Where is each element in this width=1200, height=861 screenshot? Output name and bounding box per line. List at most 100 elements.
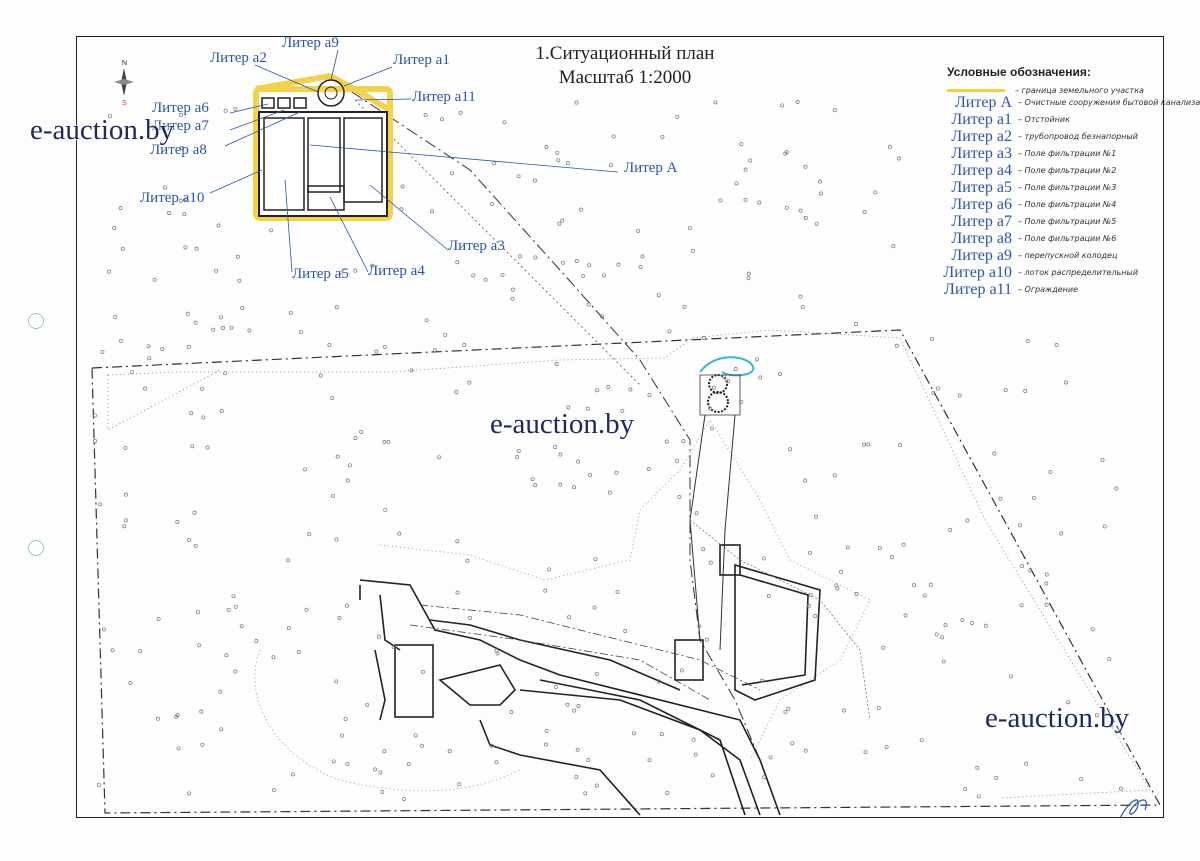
terrain-mark [593, 557, 598, 562]
terrain-mark [376, 634, 381, 639]
terrain-mark [834, 583, 839, 588]
terrain-mark [500, 272, 505, 277]
sewer-line [351, 91, 761, 761]
terrain-mark [178, 112, 183, 117]
terrain-mark [854, 322, 859, 326]
terrain-mark [574, 100, 579, 105]
terrain-mark [122, 524, 127, 529]
terrain-mark [722, 374, 727, 379]
terrain-mark [691, 737, 696, 742]
terrain-mark [240, 305, 245, 310]
terrain-mark [467, 380, 472, 385]
terrain-mark [675, 114, 680, 119]
terrain-mark [555, 150, 560, 155]
terrain-mark [841, 708, 846, 713]
punch-hole-bottom [28, 540, 44, 556]
terrain-mark [468, 616, 473, 620]
terrain-mark [306, 532, 311, 537]
terrain-mark [107, 114, 112, 119]
watermark-center: e-auction.by [490, 408, 635, 440]
terrain-mark [331, 493, 335, 498]
terrain-mark [465, 558, 470, 563]
terrain-mark [543, 588, 548, 593]
terrain-mark [304, 607, 309, 612]
terrain-mark [667, 329, 672, 334]
terrain-mark [156, 617, 161, 622]
terrain-mark [187, 537, 191, 542]
terrain-mark [606, 385, 611, 389]
terrain-mark [628, 387, 633, 392]
terrain-mark [647, 758, 652, 763]
terrain-mark [176, 746, 181, 751]
terrain-mark [457, 782, 462, 787]
terrain-mark [970, 621, 974, 625]
legend-item: Литер А– Очистные сооружения бытовой кан… [930, 94, 1200, 112]
label-a1: Литер а1 [393, 52, 450, 68]
terrain-mark [1025, 339, 1030, 344]
terrain-mark [708, 560, 713, 565]
terrain-mark [271, 787, 276, 792]
terrain-mark [303, 467, 308, 472]
terrain-mark [558, 482, 563, 487]
terrain-mark [382, 439, 387, 444]
terrain-mark [409, 368, 414, 373]
terrain-mark [576, 459, 581, 464]
terrain-mark [755, 357, 759, 362]
legend-desc: – лоток распределительный [1018, 268, 1139, 277]
terrain-mark [783, 709, 788, 714]
terrain-mark [694, 511, 699, 516]
legend-item: Литер а9– перепускной колодец [930, 247, 1117, 265]
terrain-mark [1009, 674, 1014, 679]
terrain-mark [337, 616, 342, 620]
terrain-mark [420, 743, 425, 748]
terrain-mark [124, 518, 128, 523]
terrain-mark [585, 406, 590, 411]
terrain-mark [233, 669, 238, 674]
terrain-mark [586, 302, 591, 307]
terrain-mark [298, 330, 303, 335]
terrain-mark [471, 273, 476, 278]
terrain-mark [665, 791, 670, 795]
terrain-mark [746, 271, 751, 276]
terrain-mark [160, 347, 165, 351]
plan-title: 1.Ситуационный план Масштаб 1:2000 [505, 42, 745, 90]
terrain-mark [574, 774, 579, 779]
terrain-mark [788, 447, 793, 452]
terrain-mark [994, 775, 999, 780]
terrain-mark [565, 161, 570, 166]
terrain-mark [746, 276, 751, 281]
terrain-mark [646, 467, 651, 471]
terrain-mark [288, 310, 293, 315]
terrain-mark [928, 582, 933, 587]
terrain-mark [205, 445, 210, 450]
terrain-mark [386, 439, 391, 444]
legend-item: Литер а10– лоток распределительный [930, 264, 1138, 282]
terrain-mark [224, 653, 229, 658]
legend-desc: – Поле фильтрации №4 [1018, 200, 1117, 209]
terrain-mark [1024, 761, 1029, 766]
terrain-mark [194, 246, 199, 251]
terrain-mark [806, 603, 811, 608]
terrain-mark [462, 343, 467, 347]
terrain-mark [1114, 486, 1119, 491]
terrain-mark [296, 650, 301, 655]
terrain-mark [183, 245, 188, 250]
terrain-mark [93, 439, 98, 443]
terrain-mark [544, 145, 549, 149]
terrain-mark [553, 684, 558, 689]
terrain-mark [147, 356, 152, 361]
terrain-mark [854, 592, 859, 596]
terrain-mark [345, 603, 349, 608]
terrain-mark [983, 623, 988, 628]
terrain-mark [594, 671, 599, 676]
terrain-mark [510, 287, 515, 292]
terrain-mark [656, 293, 661, 298]
terrain-mark [777, 372, 782, 376]
terrain-mark [758, 375, 763, 380]
terrain-mark [353, 268, 358, 273]
terrain-mark [889, 555, 894, 559]
terrain-mark [155, 716, 160, 721]
terrain-mark [219, 727, 224, 732]
terrain-mark [391, 644, 396, 649]
